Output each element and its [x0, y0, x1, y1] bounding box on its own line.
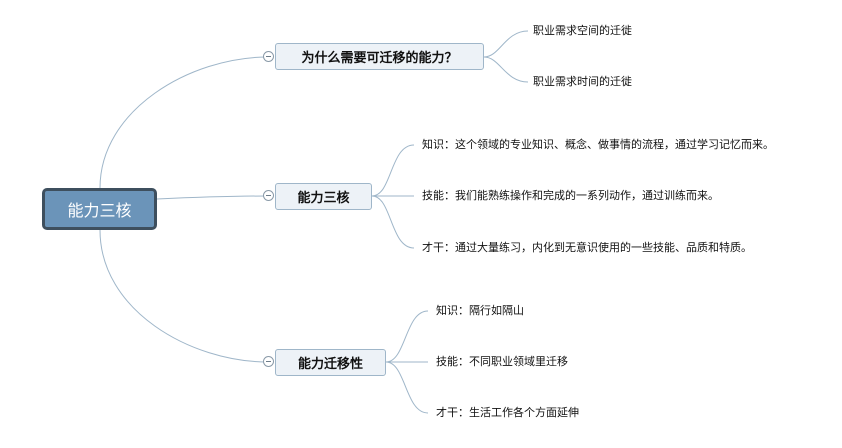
connector-b2-c1 [371, 144, 415, 197]
branch-label: 能力迁移性 [297, 357, 363, 372]
connector-b1-c1 [483, 30, 529, 58]
collapse-toggle-branch-1[interactable] [263, 51, 274, 62]
leaf-node[interactable]: 技能：不同职业领域里迁移 [436, 355, 568, 368]
leaf-node[interactable]: 职业需求空间的迁徙 [533, 24, 632, 37]
leaf-node[interactable]: 知识：隔行如隔山 [436, 304, 524, 317]
leaf-node[interactable]: 才干：通过大量练习，内化到无意识使用的一些技能、品质和特质。 [422, 241, 752, 254]
branch-node-transferability[interactable]: 能力迁移性 [275, 349, 386, 376]
leaf-node[interactable]: 知识：这个领域的专业知识、概念、做事情的流程，通过学习记忆而来。 [422, 138, 774, 151]
branch-label: 能力三核 [297, 191, 350, 206]
connector-b2-c3 [371, 195, 415, 249]
connector-root-branch-3 [99, 229, 269, 363]
connector-b3-c1 [385, 310, 429, 363]
connector-b1-c2 [483, 56, 529, 83]
branch-label: 为什么需要可迁移的能力？ [301, 51, 458, 66]
branch-node-three-cores[interactable]: 能力三核 [275, 183, 372, 210]
root-node[interactable]: 能力三核 [42, 188, 157, 230]
leaf-node[interactable]: 职业需求时间的迁徙 [533, 75, 632, 88]
collapse-toggle-branch-2[interactable] [263, 190, 274, 201]
branch-node-why-transferable[interactable]: 为什么需要可迁移的能力？ [275, 43, 484, 70]
leaf-node[interactable]: 才干：生活工作各个方面延伸 [436, 406, 579, 419]
leaf-node[interactable]: 技能：我们能熟练操作和完成的一系列动作，通过训练而来。 [422, 189, 719, 202]
connector-root-branch-1 [99, 56, 269, 189]
collapse-toggle-branch-3[interactable] [263, 356, 274, 367]
connector-b3-c3 [385, 361, 429, 414]
connector-root-branch-2 [156, 195, 269, 200]
root-label: 能力三核 [67, 201, 132, 220]
